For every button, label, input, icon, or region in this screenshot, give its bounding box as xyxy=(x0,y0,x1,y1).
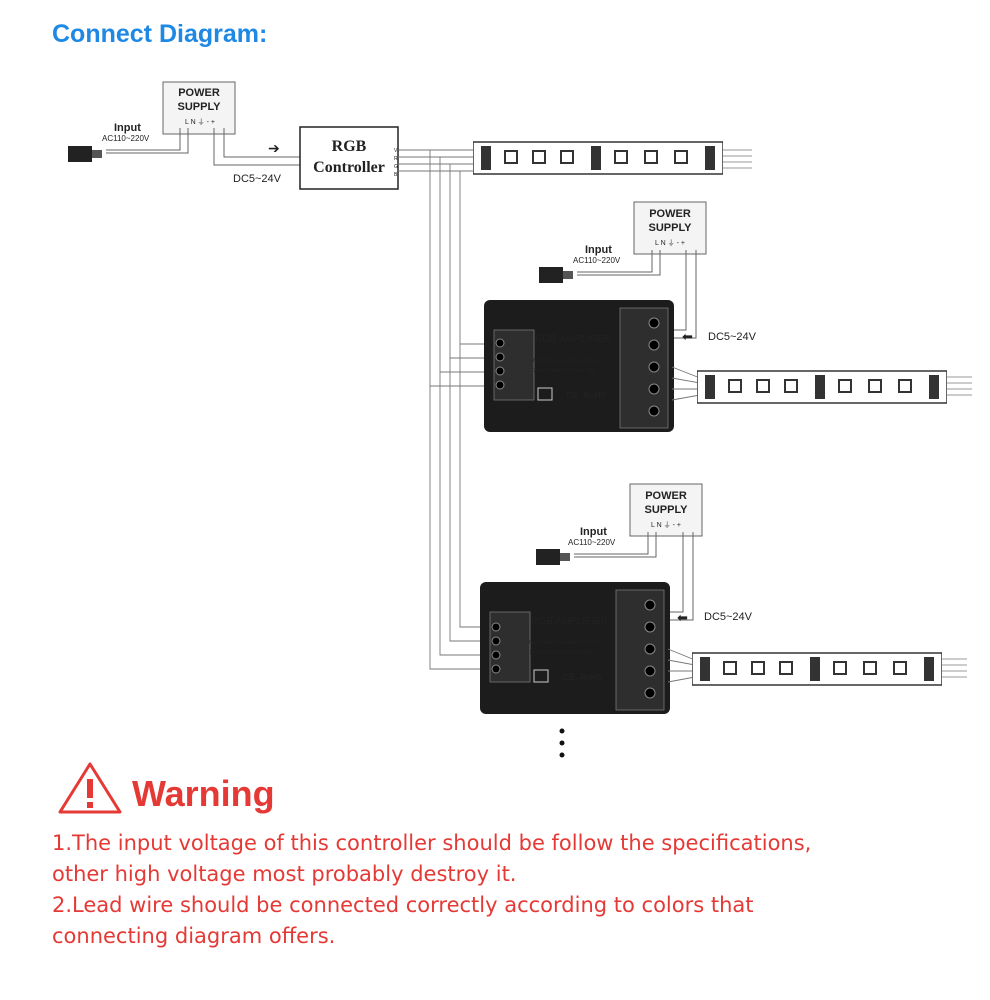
ac-label-3: AC110~220V xyxy=(568,538,616,547)
home-icon xyxy=(533,669,549,683)
svg-text:RoHS: RoHS xyxy=(580,673,602,682)
svg-text:Input/Output Voltage: DC5~24V: Input/Output Voltage: DC5~24V xyxy=(533,358,604,364)
svg-text:SUPPLY: SUPPLY xyxy=(648,222,692,234)
svg-text:L N ⏚ - +: L N ⏚ - + xyxy=(655,239,685,247)
svg-text:POWER: POWER xyxy=(645,490,687,502)
svg-text:Controller: Controller xyxy=(313,159,385,176)
plug-icon xyxy=(68,146,102,162)
input-label-2: Input xyxy=(585,244,612,256)
svg-text:B: B xyxy=(394,172,398,178)
warning-line: other high voltage most probably destroy… xyxy=(52,862,517,886)
rgb-amplifier-2: RGB AMPLIFIER Input/Output Voltage: DC5~… xyxy=(480,582,670,714)
home-icon xyxy=(537,387,553,401)
warning-text: 1.The input voltage of this controller s… xyxy=(52,828,952,952)
svg-text:SUPPLY: SUPPLY xyxy=(644,504,688,516)
rgb-amplifier-1: RGB AMPLIFIER Input/Output Voltage: DC5~… xyxy=(484,300,674,432)
power-supply-2: POWER SUPPLY L N ⏚ - + xyxy=(633,201,707,255)
svg-text:L N ⏚ - +: L N ⏚ - + xyxy=(651,521,681,529)
svg-text:CE: CE xyxy=(562,672,575,682)
dc-label-2: DC5~24V xyxy=(708,331,757,343)
connection-diagram: POWER SUPPLY L N ⏚ - + Input AC110~220V … xyxy=(68,81,972,758)
continuation-dots xyxy=(559,728,565,758)
plug-icon xyxy=(536,549,570,565)
svg-text:V+: V+ xyxy=(394,148,400,154)
svg-text:RoHS: RoHS xyxy=(584,391,606,400)
svg-text:CE: CE xyxy=(566,390,579,400)
svg-text:G: G xyxy=(394,164,398,170)
svg-text:Total Output of Current: 30A: Total Output of Current: 30A xyxy=(529,650,592,656)
rgb-controller: RGB Controller V+ R G B xyxy=(299,126,400,190)
arrow-icon: ⬅ xyxy=(682,329,693,344)
svg-text:RGB AMPLIFIER: RGB AMPLIFIER xyxy=(531,616,608,627)
power-supply-1: POWER SUPPLY L N ⏚ - + xyxy=(162,81,236,135)
ac-label-1: AC110~220V xyxy=(102,134,150,143)
warning-line: connecting diagram offers. xyxy=(52,924,336,948)
svg-text:RGB: RGB xyxy=(332,138,367,155)
arrow-icon: ➔ xyxy=(268,140,280,156)
led-strip-1 xyxy=(473,141,723,175)
ac-label-2: AC110~220V xyxy=(573,256,621,265)
input-label-1: Input xyxy=(114,122,141,134)
warning-line: 1.The input voltage of this controller s… xyxy=(52,831,812,855)
power-supply-3: POWER SUPPLY L N ⏚ - + xyxy=(629,483,703,537)
svg-text:POWER: POWER xyxy=(178,87,220,99)
svg-text:L N ⏚ - +: L N ⏚ - + xyxy=(185,118,215,126)
svg-text:SUPPLY: SUPPLY xyxy=(177,101,221,113)
arrow-icon: ⬅ xyxy=(677,610,688,625)
plug-icon xyxy=(539,267,573,283)
warning-line: 2.Lead wire should be connected correctl… xyxy=(52,893,754,917)
warning-title: Warning xyxy=(132,773,275,814)
dc-label-1: DC5~24V xyxy=(233,173,282,185)
svg-text:RGB AMPLIFIER: RGB AMPLIFIER xyxy=(535,334,612,345)
led-strip-2 xyxy=(697,370,947,404)
svg-text:R: R xyxy=(394,156,398,162)
input-label-3: Input xyxy=(580,526,607,538)
led-strip-3 xyxy=(692,652,942,686)
svg-text:Total Output of Current: 30A: Total Output of Current: 30A xyxy=(533,368,596,374)
dc-label-3: DC5~24V xyxy=(704,611,753,623)
warning-triangle-icon xyxy=(58,762,122,814)
page-title: Connect Diagram: xyxy=(52,20,268,48)
svg-text:Input/Output Voltage: DC5~24V: Input/Output Voltage: DC5~24V xyxy=(529,640,600,646)
svg-text:POWER: POWER xyxy=(649,208,691,220)
